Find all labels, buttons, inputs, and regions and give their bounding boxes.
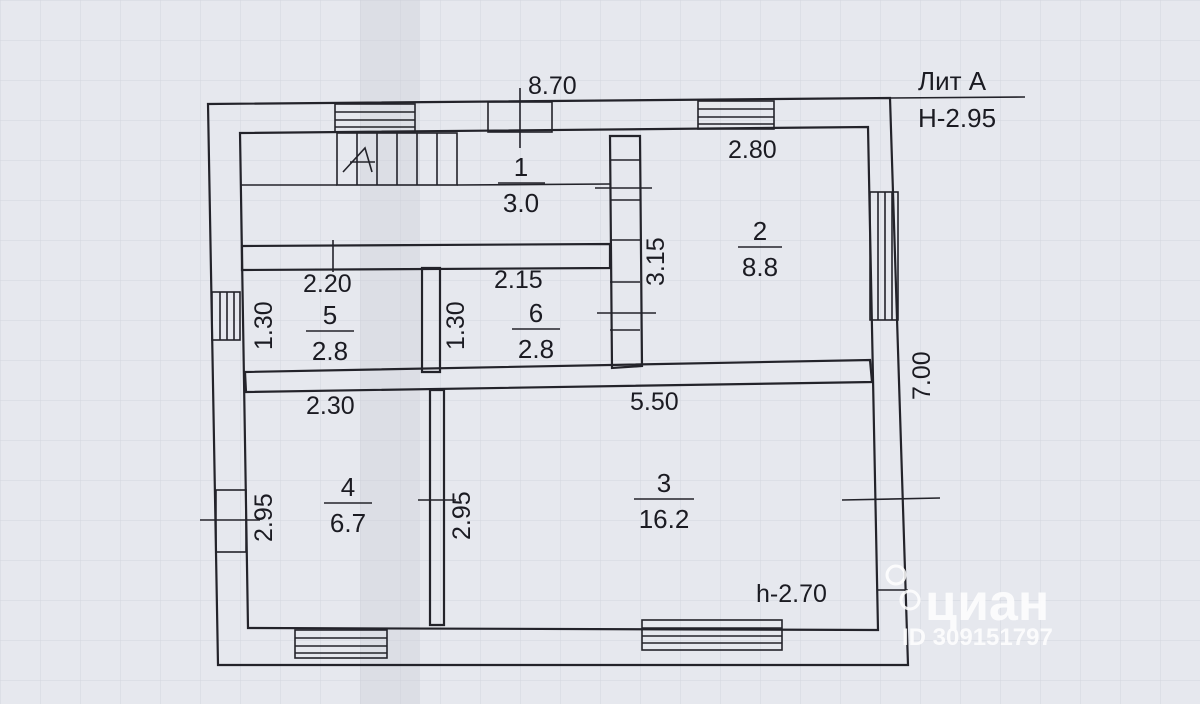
room-5-area: 2.8 xyxy=(312,336,348,366)
lit-label: Лит А xyxy=(918,66,987,96)
room-1-label: 1 3.0 xyxy=(498,152,545,218)
room-4-label: 4 6.7 xyxy=(324,472,372,538)
room-labels: 1 3.0 2 8.8 3 16.2 4 6.7 5 2.8 6 2.8 xyxy=(306,152,782,538)
scan-streak xyxy=(360,0,420,704)
room-2-label: 2 8.8 xyxy=(738,216,782,282)
room-1-number: 1 xyxy=(514,152,528,182)
room-6-area: 2.8 xyxy=(518,334,554,364)
watermark-logo-icon xyxy=(885,564,921,611)
room-height-label: h-2.70 xyxy=(756,580,827,608)
dim-room6-width: 2.15 xyxy=(494,266,543,294)
dim-room2-width: 2.80 xyxy=(728,136,777,164)
door-marks xyxy=(200,88,941,591)
staircase xyxy=(240,132,611,186)
room-5-number: 5 xyxy=(323,300,337,330)
outer-walls xyxy=(206,96,1026,667)
dim-room6-height: 1.30 xyxy=(442,301,470,350)
window-right xyxy=(869,191,899,321)
window-bottom-right xyxy=(641,619,783,651)
dim-room3-height: 2.95 xyxy=(448,491,476,540)
dim-room4-width: 2.30 xyxy=(306,392,355,420)
dim-room5-width: 2.20 xyxy=(303,270,352,298)
dim-room3-width: 5.50 xyxy=(630,388,679,416)
dim-right-height: 7.00 xyxy=(908,351,936,400)
window-bottom-left xyxy=(294,629,388,659)
dim-top-width: 8.70 xyxy=(528,72,577,100)
room-2-number: 2 xyxy=(753,216,767,246)
window-left xyxy=(211,291,241,341)
watermark-brand: циан xyxy=(925,574,1049,632)
room-5-label: 5 2.8 xyxy=(306,300,354,366)
watermark-id: ID 309151797 xyxy=(902,624,1053,651)
interior-walls xyxy=(240,134,874,627)
dim-room5-height: 1.30 xyxy=(250,301,278,350)
room-3-number: 3 xyxy=(657,468,671,498)
room-4-number: 4 xyxy=(341,472,355,502)
room-3-area: 16.2 xyxy=(639,504,690,534)
total-height-label: Н-2.95 xyxy=(918,103,996,133)
window-top-left xyxy=(334,103,416,133)
doorway-ladder xyxy=(595,159,656,331)
room-4-area: 6.7 xyxy=(330,508,366,538)
room-1-area: 3.0 xyxy=(503,188,539,218)
room-6-label: 6 2.8 xyxy=(512,298,560,364)
windows xyxy=(211,100,899,659)
window-top-right xyxy=(697,100,775,130)
dimension-labels: 8.70 2.80 2.20 2.15 2.30 5.50 3.15 7.00 … xyxy=(250,72,936,542)
watermark: циан ID 309151797 xyxy=(885,564,1053,651)
dim-room4-height: 2.95 xyxy=(250,493,278,542)
room-6-number: 6 xyxy=(529,298,543,328)
room-3-label: 3 16.2 xyxy=(634,468,694,534)
dim-room1-height: 3.15 xyxy=(642,237,670,286)
room-2-area: 8.8 xyxy=(742,252,778,282)
